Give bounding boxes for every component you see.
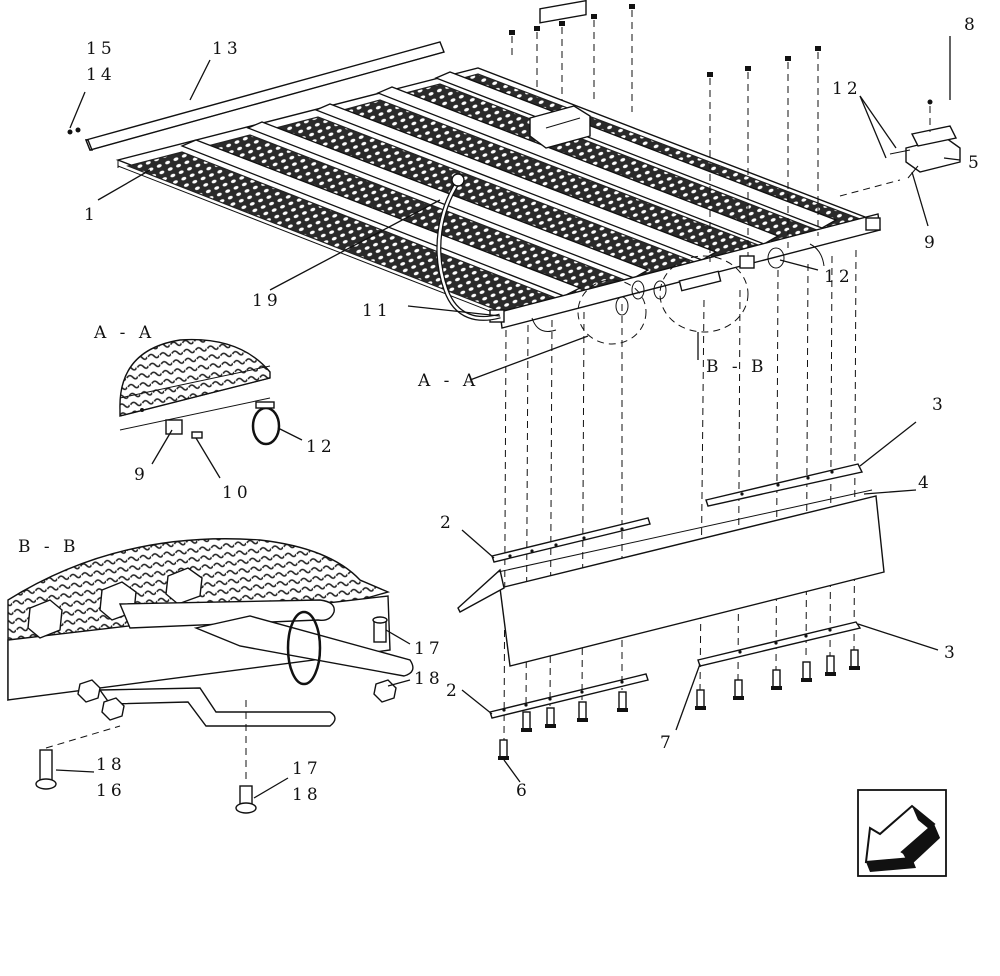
strip-3-top [705, 463, 864, 507]
section-labels: A - A A - A B - B B - B [18, 323, 768, 557]
callout-13: 13 [212, 39, 242, 59]
detail-bb [7, 538, 414, 814]
right-sensor-block [889, 99, 961, 179]
section-bb-marker: B - B [706, 357, 768, 377]
angle-bar [84, 41, 445, 151]
callout-12-detail: 12 [306, 437, 336, 457]
top-fasteners [509, 4, 821, 77]
callout-14: 14 [86, 65, 116, 85]
callout-2-bottom: 2 [446, 681, 461, 701]
rib-3 [314, 103, 718, 261]
assembly-lines-top [511, 10, 901, 262]
callout-6: 6 [516, 781, 531, 801]
leader-lines [55, 36, 961, 799]
callout-18-b: 18 [96, 755, 126, 775]
callout-8: 8 [964, 15, 979, 35]
detail-circle-aa [577, 279, 647, 345]
section-aa-title: A - A [93, 323, 155, 343]
sieve-assembly [115, 0, 881, 332]
section-aa-marker: A - A [417, 371, 479, 391]
section-bb-title: B - B [18, 537, 80, 557]
strip-2-bottom [489, 673, 649, 719]
callout-15: 15 [86, 39, 116, 59]
callout-18-c: 18 [292, 785, 322, 805]
callout-10: 10 [222, 483, 252, 503]
detail-circle-bb [659, 255, 749, 333]
callout-5: 5 [968, 153, 983, 173]
callout-3-top: 3 [932, 395, 947, 415]
callout-9-detail: 9 [134, 465, 149, 485]
callout-1: 1 [84, 205, 99, 225]
callout-12-right: 12 [824, 267, 854, 287]
assembly-lines-down [503, 249, 857, 741]
strip-3-bottom [697, 621, 862, 667]
callout-2-top: 2 [440, 513, 455, 533]
callout-12-top: 12 [832, 79, 862, 99]
callout-4: 4 [918, 473, 933, 493]
sensor-block [529, 0, 591, 149]
strip-2-top [491, 517, 651, 563]
callout-labels: 15 14 13 1 19 11 8 12 5 9 12 3 4 2 3 2 7… [84, 15, 983, 805]
screws [498, 649, 860, 760]
rib-5 [434, 71, 838, 229]
callout-11: 11 [362, 301, 392, 321]
callout-17-a: 17 [414, 639, 444, 659]
callout-18-a: 18 [414, 669, 444, 689]
shield-plate [457, 489, 885, 667]
callout-3-bottom: 3 [944, 643, 959, 663]
callout-19: 19 [252, 291, 282, 311]
callout-9-top: 9 [924, 233, 939, 253]
left-down-arrow-icon [857, 789, 947, 877]
callout-17-b: 17 [292, 759, 322, 779]
callout-16: 16 [96, 781, 126, 801]
detail-aa [119, 338, 281, 446]
callout-7: 7 [660, 733, 675, 753]
rib-4 [376, 86, 780, 245]
